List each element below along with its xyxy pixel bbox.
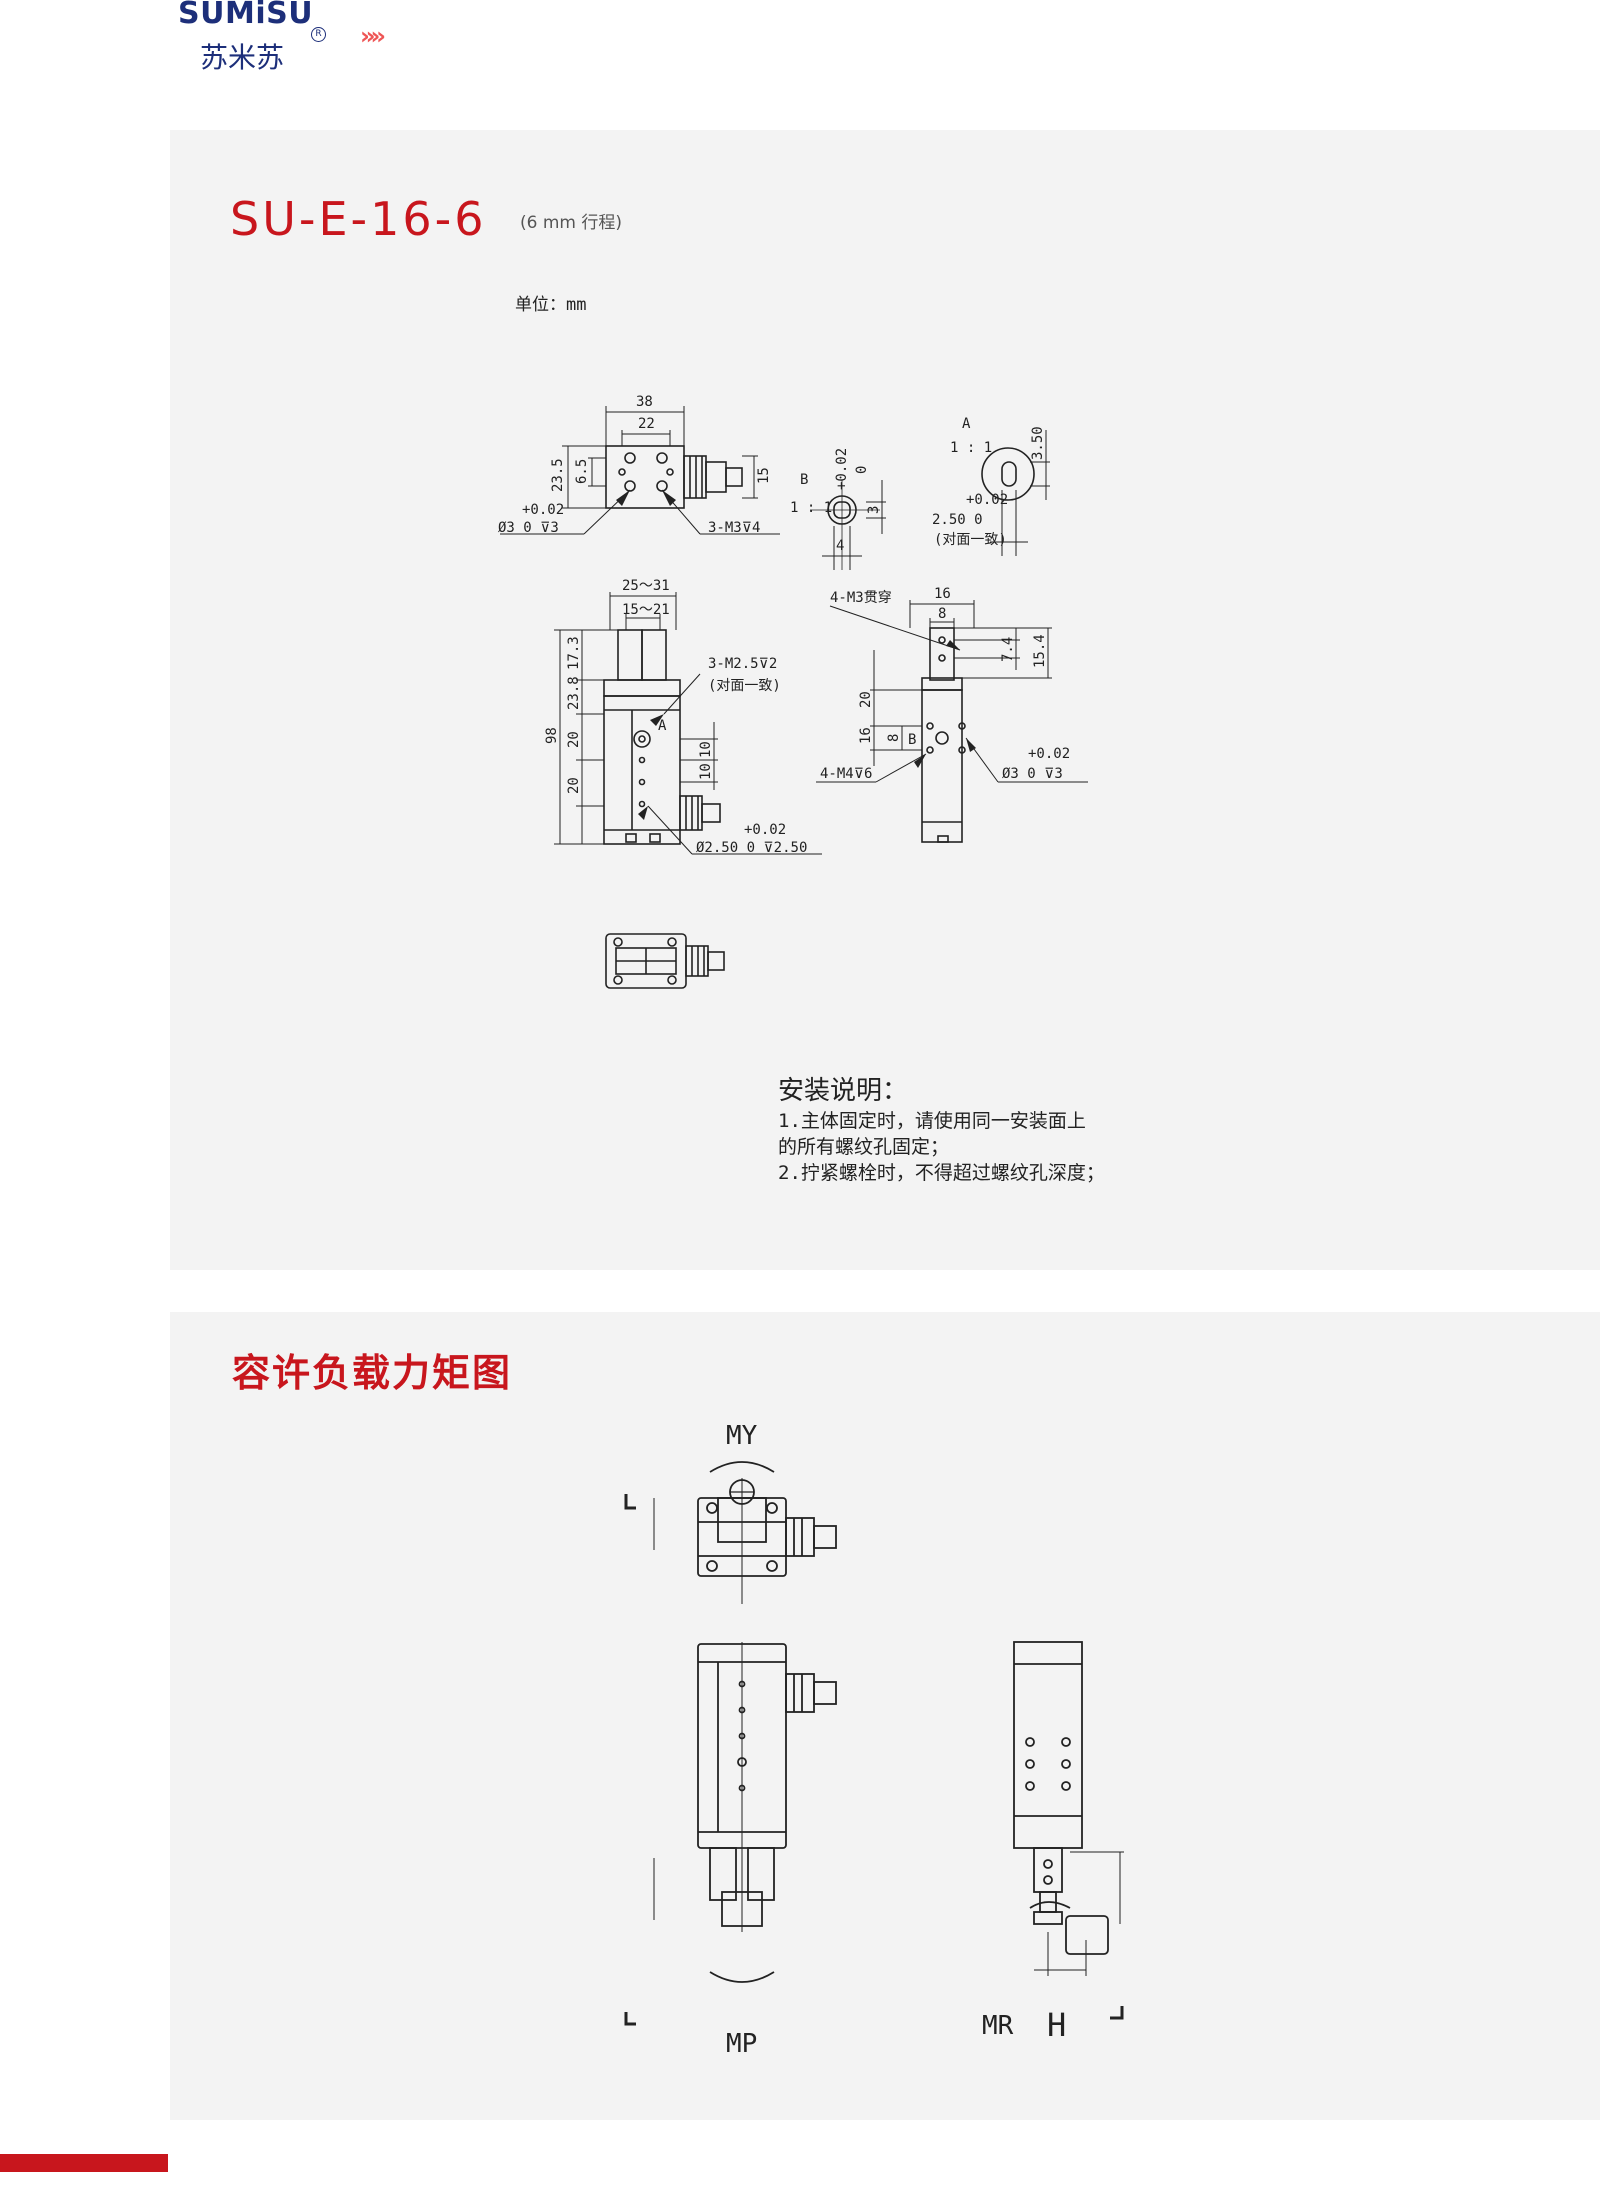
dimension-panel: SU-E-16-6 (6 mm 行程) 单位：mm [170,130,1600,1270]
dim-15-4: 15.4 [1032,634,1048,668]
dim-38: 38 [636,394,653,410]
label-mr: MR [982,2011,1014,2041]
dim-20-side: 20 [858,691,874,708]
mark-a: A [658,718,667,734]
detail-a-h: 3.50 [1030,426,1046,460]
detail-b-width: 4 [836,538,844,554]
detail-b-zero: 0 [854,466,870,474]
stroke-note: (6 mm 行程) [520,213,623,233]
tap-front-note: (对面一致) [708,678,781,694]
dim-23-8: 23.8 [566,676,582,710]
dim-6-5: 6.5 [574,459,590,484]
label-mp: MP [726,2029,757,2059]
tap-top: 3-M3⊽4 [708,520,760,536]
chevron-arrows-icon: »» [360,22,386,50]
registered-mark: R [311,27,326,42]
pin-side: Ø3 0 ⊽3 [1002,766,1063,782]
mark-b: B [908,732,916,748]
dim-16: 16 [934,586,951,602]
detail-a-note: (对面一致) [934,532,1007,548]
moment-drawing: MY MP MR H L L L [624,1421,1124,2059]
tap-side: 4-M4⊽6 [820,766,872,782]
detail-b-label: B [800,472,808,488]
label-l-1: L [629,1521,630,1523]
dim-open: 25～31 [622,578,670,594]
detail-a-dia: 2.50 0 [932,512,983,528]
dim-8: 8 [938,606,946,622]
install-line-1: 1.主体固定时，请使用同一安装面上 [778,1110,1086,1132]
dim-inner: 15～21 [622,602,670,618]
dim-15: 15 [756,467,772,484]
label-my: MY [726,1421,758,1451]
dim-98: 98 [544,727,560,744]
dim-22: 22 [638,416,655,432]
pin-front: Ø2.50 0 ⊽2.50 [696,840,807,856]
dim-23-5: 23.5 [550,458,566,492]
dim-17-3: 17.3 [566,636,582,670]
detail-b-tol: +0.02 [834,448,850,490]
moment-panel: 容许负载力矩图 [170,1312,1600,2120]
label-h: H [1047,2006,1066,2044]
dim-10-b: 10 [698,763,714,780]
dimension-drawing: 38 22 23.5 6.5 15 +0.02 Ø3 0 ⊽3 3-M3⊽4 B… [498,394,1088,989]
detail-a-scale: 1 : 1 [950,440,992,456]
dim-7-4: 7.4 [1000,637,1016,662]
label-l-2: L [629,2011,630,2013]
install-heading: 安装说明： [778,1076,909,1106]
detail-b-scale: 1 : 1 [790,500,832,516]
through-holes: 4-M3贯穿 [830,590,892,606]
pin-hole-top: Ø3 0 ⊽3 [498,520,559,536]
brand-logo: SUMiSU R 苏米苏 [178,0,338,74]
footer-accent-bar [0,2154,168,2172]
dim-20-a: 20 [566,731,582,748]
moment-title: 容许负载力矩图 [232,1351,513,1395]
detail-a-tol: +0.02 [966,492,1008,508]
tol-side: +0.02 [1028,746,1070,762]
dim-20-b: 20 [566,777,582,794]
label-l-3: L [1110,2011,1111,2013]
dim-8-side: 8 [886,734,902,742]
detail-b-depth: 3 [866,506,882,514]
install-notes: 安装说明： 1.主体固定时，请使用同一安装面上 的所有螺纹孔固定； 2.拧紧螺栓… [778,1074,1105,1186]
tol-top: +0.02 [522,502,564,518]
detail-a-label: A [962,416,971,432]
tap-front: 3-M2.5⊽2 [708,656,777,672]
brand-name: SUMiSU [178,0,314,31]
dim-10-a: 10 [698,741,714,758]
model-title: SU-E-16-6 [230,192,487,246]
install-line-2: 的所有螺纹孔固定； [778,1136,950,1158]
unit-label: 单位：mm [515,295,587,315]
dim-16-side: 16 [858,727,874,744]
install-line-3: 2.拧紧螺栓时，不得超过螺纹孔深度； [778,1162,1105,1184]
brand-name-cn: 苏米苏 [200,41,285,74]
tol-front: +0.02 [744,822,786,838]
